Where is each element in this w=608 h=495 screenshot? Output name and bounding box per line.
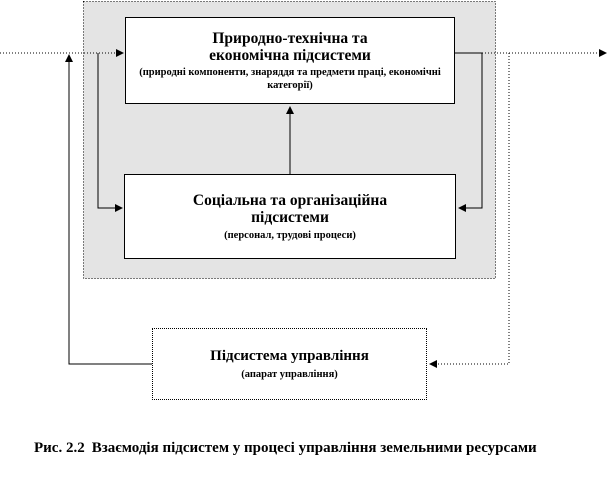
bottom-box-title: Підсистема управління bbox=[210, 347, 369, 364]
right-feedback-connector bbox=[455, 52, 483, 212]
figure-caption: Рис. 2.2 Взаємодія підсистем у процесі у… bbox=[34, 440, 584, 457]
natural-technical-economic-subsystem-box: Природно-технічна та економічна підсисте… bbox=[125, 17, 455, 104]
social-organizational-subsystem-box: Соціальна та організаційна підсистеми (п… bbox=[124, 174, 456, 259]
figure-caption-text: Взаємодія підсистем у процесі управління… bbox=[91, 440, 537, 456]
management-subsystem-box: Підсистема управління (апарат управління… bbox=[152, 328, 427, 400]
bottom-box-subtitle: (апарат управління) bbox=[241, 368, 338, 380]
middle-box-title: Соціальна та організаційна підсистеми bbox=[192, 191, 388, 226]
figure-number: Рис. 2.2 bbox=[34, 440, 85, 456]
output-to-management-connector bbox=[429, 53, 510, 368]
left-branch-connector bbox=[97, 53, 123, 212]
management-control-connector bbox=[65, 54, 152, 365]
top-box-title: Природно-технічна та економічна підсисте… bbox=[209, 29, 371, 64]
middle-box-subtitle: (персонал, трудові процеси) bbox=[224, 229, 356, 241]
top-box-subtitle: (природні компоненти, знаряддя та предме… bbox=[139, 66, 441, 91]
